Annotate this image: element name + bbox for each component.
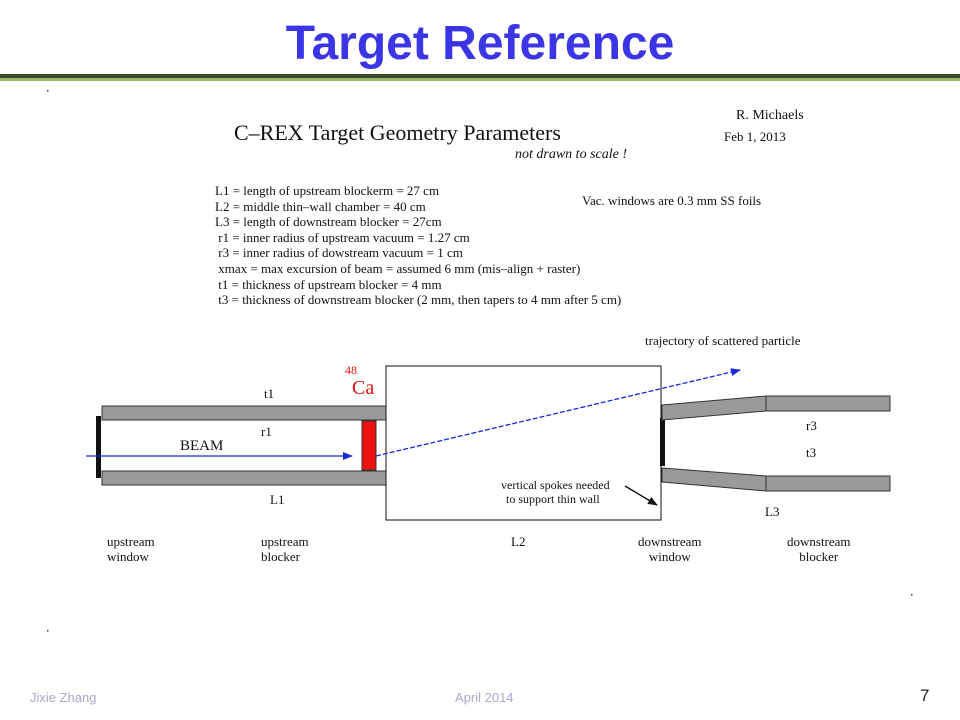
diagram-heading: C–REX Target Geometry Parameters	[234, 120, 561, 145]
upstream-window-label: upstream window	[107, 534, 155, 564]
vacuum-window-note: Vac. windows are 0.3 mm SS foils	[582, 193, 762, 208]
title-divider-accent	[0, 78, 960, 81]
L1-label: L1	[270, 492, 285, 507]
label-line: downstream	[787, 534, 851, 549]
downstream-taper-top	[661, 395, 767, 421]
downstream-taper-bottom	[661, 467, 767, 492]
corner-mark	[911, 594, 913, 596]
diagram-date: Feb 1, 2013	[724, 129, 786, 144]
calcium-target	[361, 420, 377, 471]
diagram-subheading: not drawn to scale !	[515, 147, 627, 162]
label-line: blocker	[799, 549, 839, 564]
downstream-blocker-label: downstream blocker	[787, 534, 851, 564]
upstream-window	[96, 416, 101, 478]
downstream-window-label: downstream window	[638, 534, 702, 564]
parameter-line: r3 = inner radius of dowstream vacuum = …	[215, 245, 463, 261]
parameter-line: t1 = thickness of upstream blocker = 4 m…	[215, 276, 442, 292]
parameter-line: r1 = inner radius of upstream vacuum = 1…	[215, 229, 470, 245]
label-line: blocker	[261, 549, 300, 564]
parameter-line: L2 = middle thin–wall chamber = 40 cm	[215, 198, 426, 214]
t3-label: t3	[806, 445, 817, 460]
r3-label: r3	[806, 418, 817, 433]
parameter-line: xmax = max excursion of beam = assumed 6…	[215, 260, 581, 276]
isotope-symbol: Ca	[352, 377, 375, 399]
corner-mark	[47, 90, 49, 92]
beam-label: BEAM	[180, 438, 224, 454]
label-line: upstream	[107, 534, 155, 549]
label-line: downstream	[638, 534, 702, 549]
page-number: 7	[920, 686, 930, 705]
parameter-list: L1 = length of upstream blockerm = 27 cm…	[215, 183, 621, 308]
downstream-window	[660, 418, 665, 466]
parameter-line: L1 = length of upstream blockerm = 27 cm	[215, 183, 440, 198]
upstream-blocker-label: upstream blocker	[261, 534, 309, 564]
upstream-blocker-top	[101, 405, 387, 421]
diagram-author: R. Michaels	[736, 108, 804, 123]
upstream-blocker-bottom	[101, 470, 387, 486]
title-divider	[0, 74, 960, 78]
downstream-blocker-bottom	[765, 475, 891, 492]
label-line: upstream	[261, 534, 309, 549]
label-line: window	[107, 549, 149, 564]
downstream-blocker-top	[765, 395, 891, 412]
footer-author: Jixie Zhang	[30, 690, 97, 705]
label-line: window	[648, 549, 691, 564]
r1-label: r1	[261, 424, 272, 439]
spokes-arrow	[624, 485, 658, 506]
L3-label: L3	[765, 504, 780, 519]
trajectory-arrow	[375, 368, 741, 457]
spokes-note-line2: to support thin wall	[506, 492, 600, 506]
t1-label: t1	[264, 386, 275, 401]
trajectory-label: trajectory of scattered particle	[645, 333, 801, 348]
spokes-note-line1: vertical spokes needed	[501, 478, 610, 492]
corner-mark	[47, 630, 49, 632]
footer-date: April 2014	[455, 690, 514, 705]
L2-label: L2	[511, 534, 526, 549]
parameter-line: L3 = length of downstream blocker = 27cm	[215, 214, 442, 230]
isotope-mass: 48	[345, 363, 357, 377]
slide-title: Target Reference	[285, 17, 675, 70]
parameter-line: t3 = thickness of downstream blocker (2 …	[215, 292, 622, 308]
